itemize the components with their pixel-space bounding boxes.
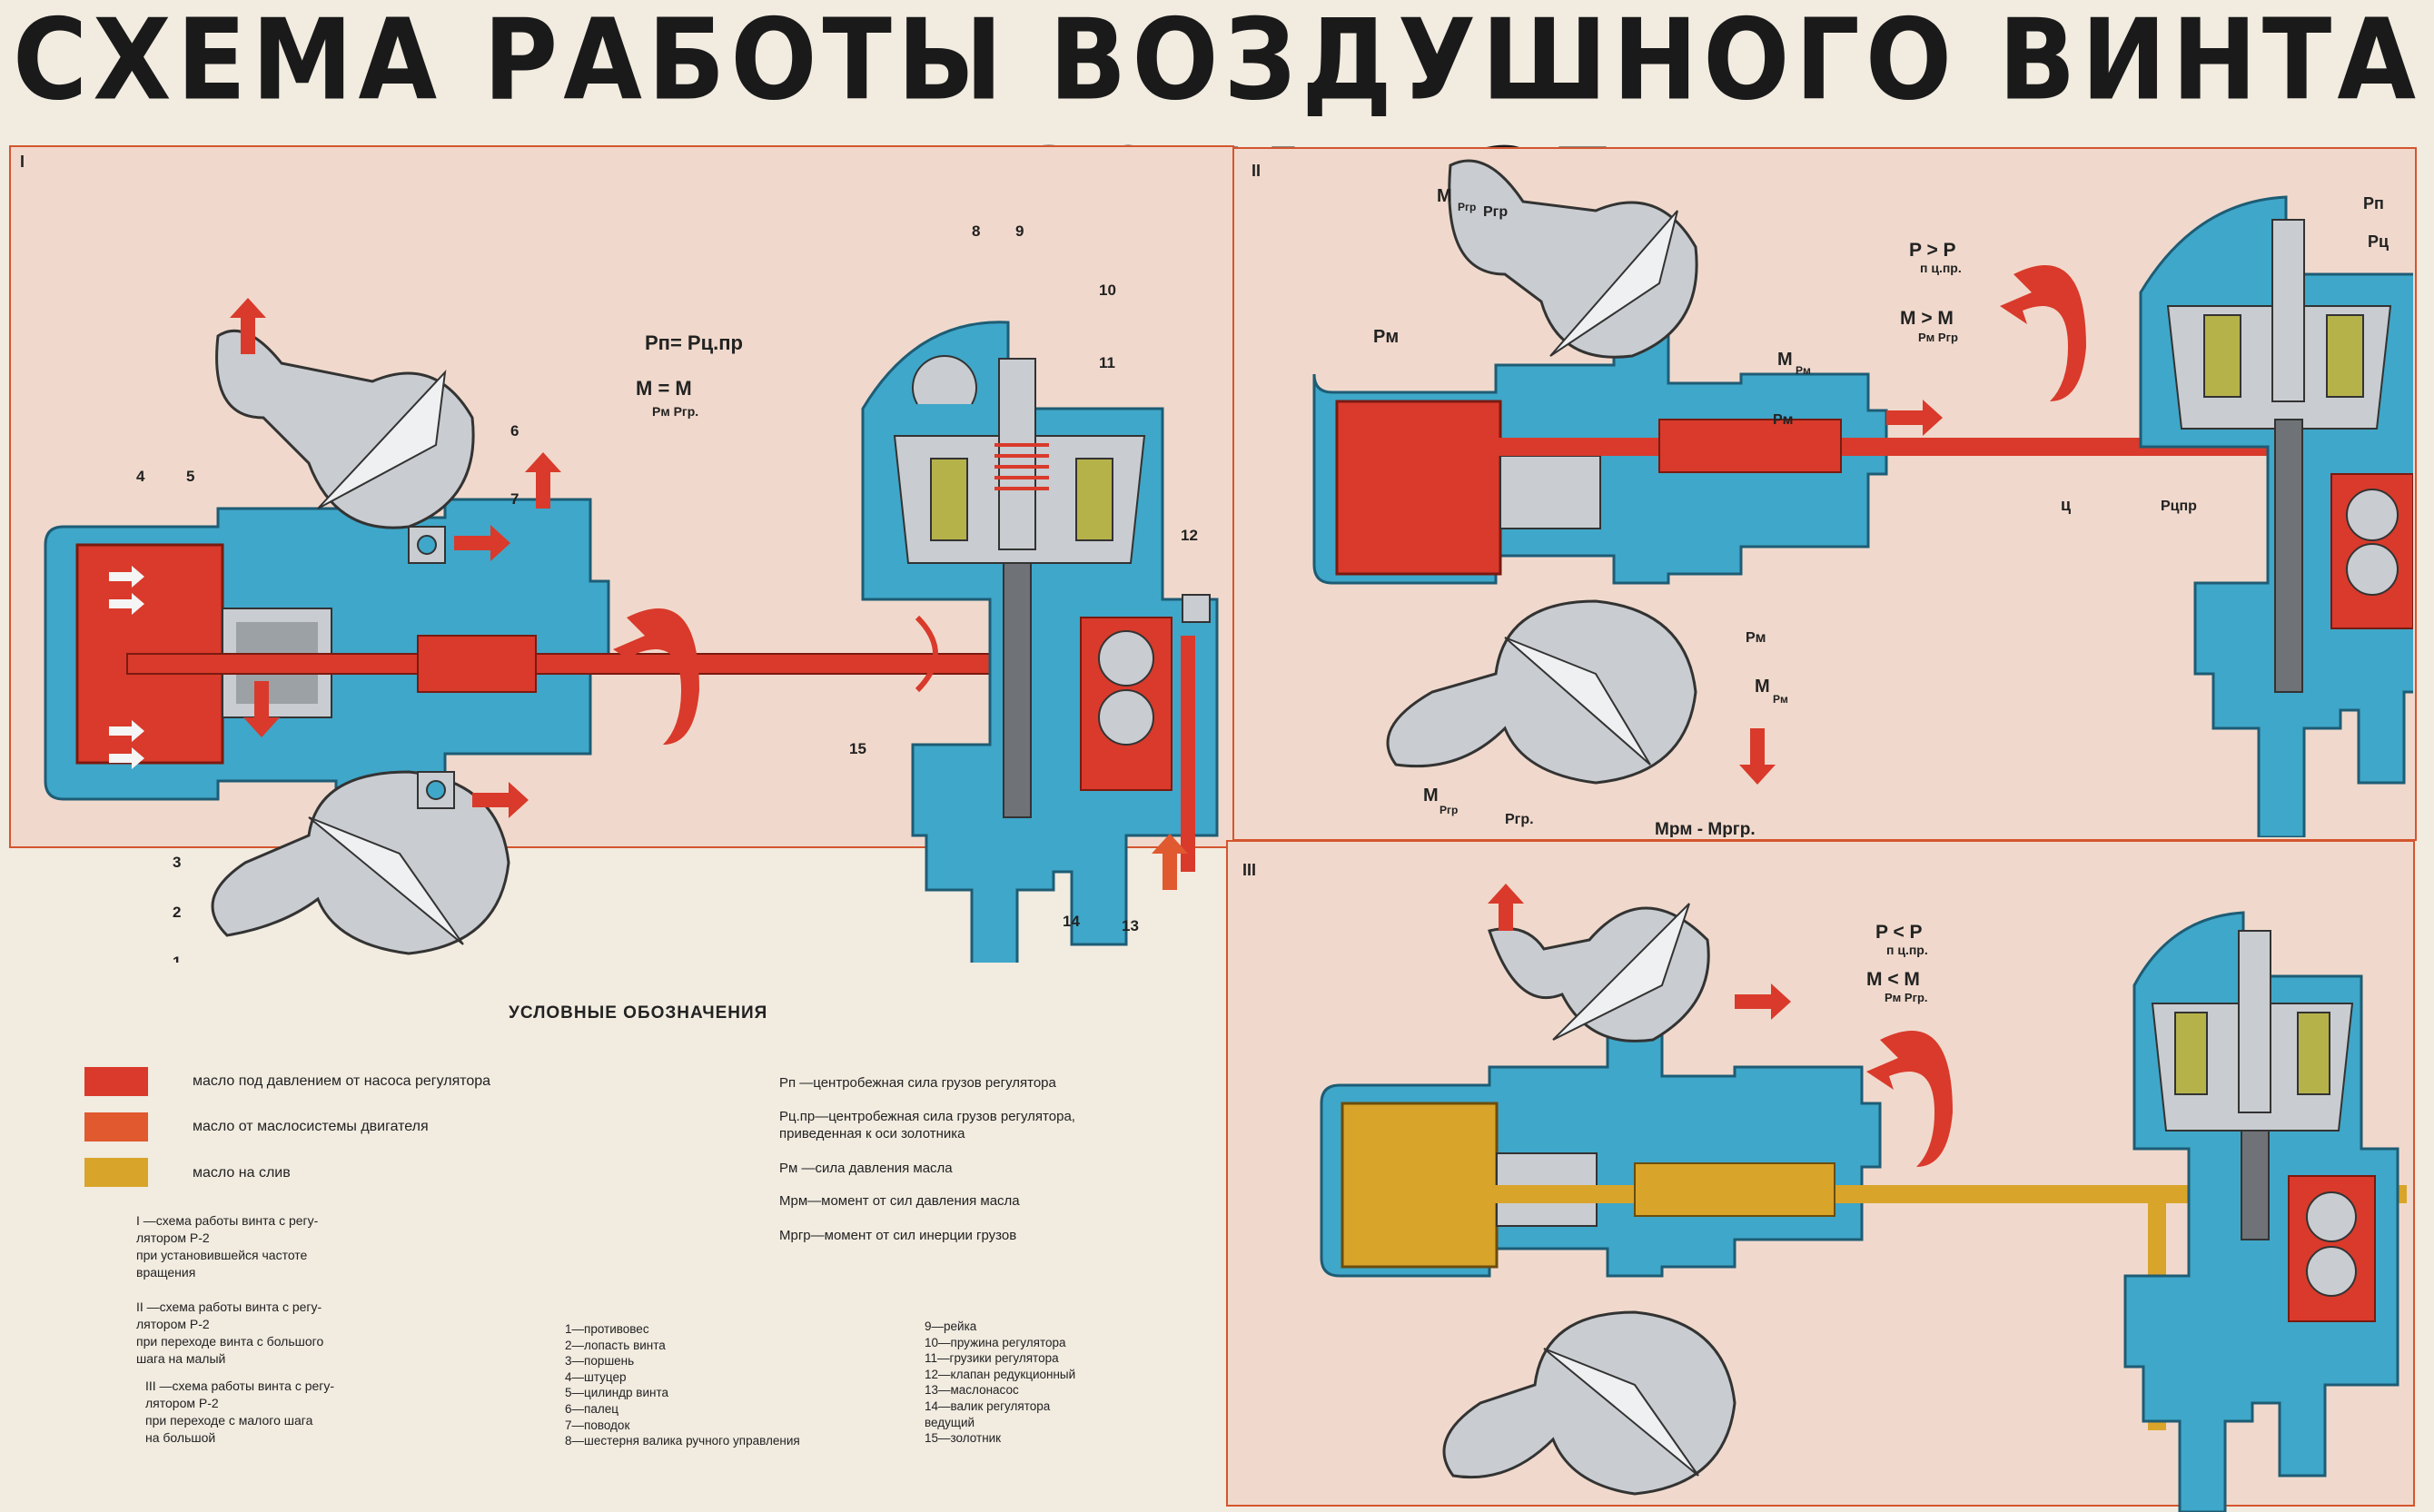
part-14-cont: ведущий	[925, 1415, 975, 1429]
part-1: 1—противовес	[565, 1322, 649, 1336]
p3-formula-3: M < M	[1866, 969, 1920, 990]
p2-label-pp: Pп	[2363, 194, 2384, 212]
legend-mode-2: II —схема работы винта с регу- лятором Р…	[136, 1300, 324, 1366]
legend-label-pressure: масло под давлением от насоса регулятора	[193, 1073, 491, 1089]
p3-formula-1: P < P	[1875, 922, 1923, 943]
p2-formula-3: M > M	[1900, 308, 1954, 329]
callout-6: 6	[510, 422, 519, 440]
parts-list-right: 9—рейка 10—пружина регулятора 11—грузики…	[925, 1319, 1075, 1447]
part-11: 11—грузики регулятора	[925, 1351, 1059, 1366]
part-6: 6—палец	[565, 1401, 618, 1416]
oil-rod	[126, 653, 1009, 675]
legend-symbol-4: Mpм—момент от сил давления масла	[779, 1193, 1020, 1209]
part-15: 15—золотник	[925, 1431, 1002, 1446]
p2-label-m-left-low: M	[1423, 786, 1439, 805]
callout-11: 11	[1099, 354, 1115, 371]
part-2: 2—лопасть винта	[565, 1338, 666, 1352]
panel-1-label: I	[20, 153, 25, 171]
part-9: 9—рейка	[925, 1319, 977, 1333]
legend-mode-1: I —схема работы винта с регу- лятором Р-…	[136, 1213, 319, 1280]
callout-10: 10	[1099, 282, 1116, 299]
legend-label-drain: масло на слив	[193, 1165, 291, 1181]
p2-label-pm-low: Pм	[1746, 630, 1766, 646]
counterweight-upper	[215, 329, 475, 529]
p3-formula-2: п ц.пр.	[1886, 943, 1928, 957]
diagram-3: P < P п ц.пр. M < M Pм Pгр.	[1320, 884, 2407, 1512]
callout-5: 5	[186, 468, 194, 485]
part-5: 5—цилиндр винта	[565, 1386, 668, 1400]
part-13: 13—маслонасос	[925, 1383, 1019, 1398]
p2-label-pgr-low: Pгр.	[1505, 812, 1534, 827]
p2-label-pgr-sub-low: Pгр	[1440, 804, 1458, 816]
callout-2: 2	[173, 904, 181, 921]
legend-swatch-drain	[84, 1158, 148, 1187]
callout-8: 8	[972, 222, 980, 240]
callout-1: 1	[173, 954, 181, 963]
part-7: 7—поводок	[565, 1418, 630, 1432]
legend-mode-3: III —схема работы винта с регу- лятором …	[145, 1379, 335, 1445]
legend-symbol-2: Pц.пр—центробежная сила грузов регулятор…	[779, 1109, 1075, 1141]
part-12: 12—клапан редукционный	[925, 1367, 1076, 1381]
callout-4: 4	[136, 468, 145, 485]
legend-swatch-engine	[84, 1112, 148, 1141]
part-4: 4—штуцер	[565, 1369, 627, 1384]
panel-3-label: III	[1242, 861, 1257, 879]
p2-formula-2: п ц.пр.	[1920, 261, 1962, 275]
callout-12: 12	[1181, 527, 1198, 544]
p1-formula-2: M = M	[636, 377, 692, 400]
regulator	[861, 321, 1219, 963]
legend-symbol-5: Mpгр—момент от сил инерции грузов	[779, 1228, 1017, 1243]
panel-2-label: II	[1252, 162, 1262, 180]
p2-formula-4: Pм Pгр	[1918, 331, 1958, 344]
legend-symbol-1: Pп —центробежная сила грузов регулятора	[779, 1075, 1056, 1091]
part-10: 10—пружина регулятора	[925, 1335, 1066, 1349]
p2-formula-1: P > P	[1909, 240, 1956, 261]
legend-symbol-3: Pм —сила давления масла	[779, 1161, 953, 1176]
counterweight-lower	[211, 770, 510, 955]
p2-label-m-low: M	[1755, 677, 1770, 697]
p2-label-pm-sub: Pм	[1796, 364, 1811, 377]
legend-swatch-pressure	[84, 1067, 148, 1096]
p2-label-pc-left: ц	[2061, 496, 2071, 514]
diagram-2: M Pгр Pгр Pм M Pм Pм Pп Pц ц Pцпр Pм M P…	[1312, 159, 2413, 837]
p2-label-pm-right: Pм	[1773, 412, 1794, 428]
p1-formula-3: Pм Pгр.	[652, 404, 698, 419]
callout-15: 15	[849, 740, 866, 757]
p2-label-moment-diff: Mpм - Mpгр.	[1655, 820, 1756, 837]
part-3: 3—поршень	[565, 1354, 635, 1369]
part-8: 8—шестерня валика ручного управления	[565, 1434, 800, 1448]
callout-9: 9	[1015, 222, 1024, 240]
legend-heading: УСЛОВНЫЕ ОБОЗНАЧЕНИЯ	[509, 1003, 768, 1023]
p2-label-m-top: M	[1437, 186, 1452, 206]
callout-14: 14	[1063, 913, 1080, 930]
callout-13: 13	[1122, 917, 1139, 934]
p2-label-m-right: M	[1777, 350, 1793, 370]
p1-formula-1: Pп= Pц.пр	[645, 331, 743, 354]
p3-formula-4: Pм Pгр.	[1885, 991, 1928, 1004]
p2-label-rgr-sub: Pгр	[1458, 201, 1476, 213]
diagram-1: 1 2 3 4 5 6 7 8 9 10 11 12 13 14 15 Pп= …	[44, 222, 1219, 963]
p2-label-pm-low-sub: Pм	[1773, 693, 1788, 706]
callout-3: 3	[173, 854, 181, 871]
callout-7: 7	[510, 490, 519, 508]
part-14: 14—валик регулятора	[925, 1398, 1051, 1413]
p2-label-pgr-top: Pгр	[1483, 204, 1508, 220]
p2-label-pc: Pц	[2368, 232, 2389, 251]
parts-list-left: 1—противовес 2—лопасть винта 3—поршень 4…	[565, 1321, 800, 1449]
p2-label-pcpr: Pцпр	[2161, 499, 2197, 514]
legend-label-engine: масло от маслосистемы двигателя	[193, 1119, 429, 1134]
p2-label-pm-left: Pм	[1373, 327, 1399, 347]
